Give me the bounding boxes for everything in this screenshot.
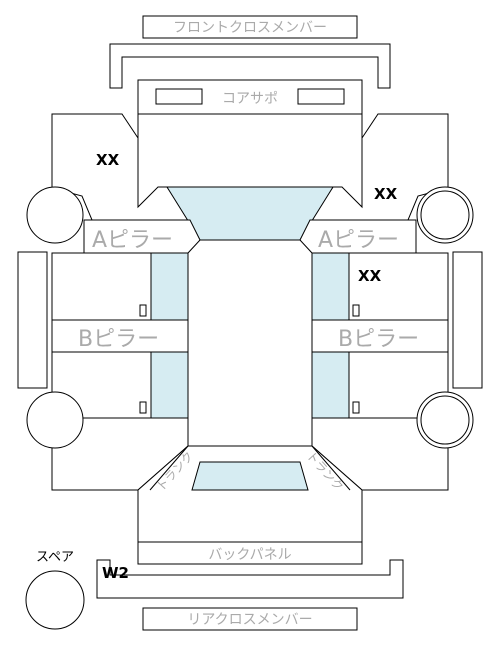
back-panel-label: バックパネル xyxy=(208,547,291,563)
spare-tire[interactable] xyxy=(25,570,85,630)
b-pillar-left[interactable] xyxy=(51,319,189,353)
rear-window[interactable] xyxy=(191,461,309,491)
right-side-sill[interactable] xyxy=(452,251,483,389)
b-pillar-left-label: Bピラー xyxy=(78,327,159,352)
core-support-label: コアサポ xyxy=(222,91,278,107)
spare-label: スペア xyxy=(36,550,74,565)
right-rear-window[interactable] xyxy=(311,351,350,419)
right-rear-door-handle xyxy=(352,401,360,414)
front-left-wheel[interactable] xyxy=(26,186,84,244)
mark-right-front-door: XX xyxy=(358,267,382,285)
front-bumper[interactable] xyxy=(109,43,391,89)
left-front-door[interactable] xyxy=(51,252,152,321)
trunk-left-edge xyxy=(149,445,189,491)
left-side-sill[interactable] xyxy=(17,251,48,389)
a-pillar-right-label: Aピラー xyxy=(318,228,399,253)
left-rear-window[interactable] xyxy=(150,351,189,419)
rear-left-wheel[interactable] xyxy=(26,391,84,449)
core-support-left-slot xyxy=(155,88,203,105)
right-front-door-handle xyxy=(352,304,360,317)
left-rear-door-handle xyxy=(139,401,147,414)
b-pillar-right[interactable] xyxy=(311,319,449,353)
trunk-right-edge xyxy=(311,445,351,491)
front-cross-member-box[interactable] xyxy=(142,15,358,39)
rear-cross-member-box[interactable] xyxy=(142,607,358,631)
left-front-door-handle xyxy=(139,304,147,317)
right-front-door[interactable] xyxy=(348,252,449,321)
rear-bumper[interactable] xyxy=(96,559,404,599)
front-right-wheel[interactable] xyxy=(416,186,474,244)
b-pillar-right-label: Bピラー xyxy=(338,327,419,352)
front-cross-member-label: フロントクロスメンバー xyxy=(173,20,327,36)
roof[interactable] xyxy=(187,239,313,463)
rear-cross-member-label: リアクロスメンバー xyxy=(187,612,312,628)
mark-front-left: XX xyxy=(96,151,120,169)
front-right-wheel-rim xyxy=(420,190,470,240)
mark-a-pillar-right: XX xyxy=(374,185,398,203)
core-support-right-slot xyxy=(297,88,345,105)
rear-right-wheel[interactable] xyxy=(416,391,474,449)
a-pillar-left-label: Aピラー xyxy=(92,228,173,253)
back-panel[interactable] xyxy=(137,541,363,565)
mark-rear-member: W2 xyxy=(102,564,129,582)
left-front-window[interactable] xyxy=(150,252,189,321)
rear-right-wheel-rim xyxy=(420,395,470,445)
trunk-lid[interactable] xyxy=(137,445,363,543)
right-front-window[interactable] xyxy=(311,252,350,321)
